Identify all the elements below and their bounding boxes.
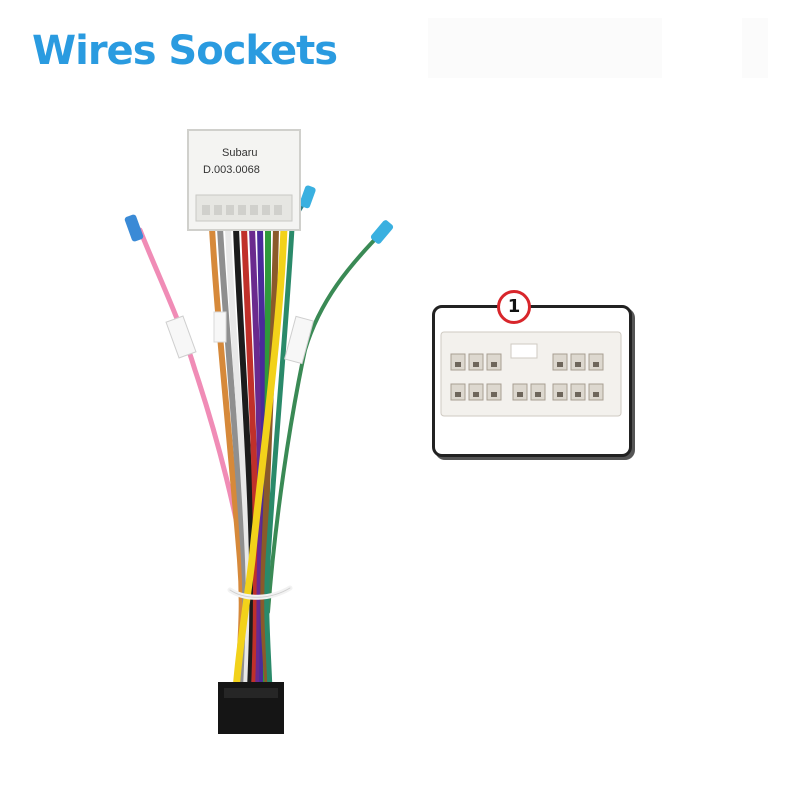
background-strip	[428, 18, 662, 78]
green-wire	[266, 230, 384, 614]
pin-number-badge: 1	[497, 290, 531, 324]
background-strip	[742, 18, 768, 78]
connector-pinout-panel	[432, 305, 632, 457]
connector-pinout-diagram	[440, 331, 622, 417]
page-title: Wires Sockets	[32, 28, 338, 74]
white-connector	[187, 129, 301, 231]
black-connector	[218, 682, 284, 734]
